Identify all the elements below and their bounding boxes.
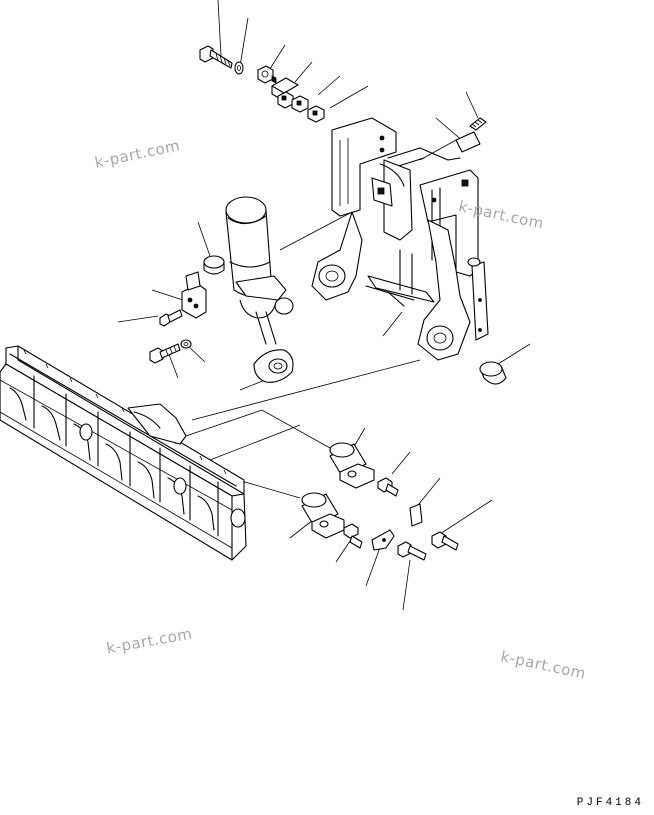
pin-lower: [301, 492, 345, 539]
bolt-left: [149, 343, 181, 364]
plate-pair-2: [291, 95, 325, 123]
washer-top: [234, 61, 244, 75]
assembly-guide-lines: [179, 139, 457, 499]
grease-nipple-lower: [343, 523, 363, 549]
bolt-lower-right: [431, 531, 459, 551]
plate-pair-1: [271, 77, 299, 109]
shim-plate-lower: [409, 503, 423, 527]
bushing-left: [203, 255, 225, 275]
bolt-upper-right: [469, 117, 487, 131]
bolt-lower: [397, 541, 427, 561]
lock-plate: [371, 529, 395, 551]
hydraulic-cylinder: [225, 196, 294, 383]
grease-nipple-mid: [377, 477, 399, 497]
drawing-code: PJF4184: [576, 797, 644, 809]
shim-plate-upper-right: [455, 131, 481, 153]
clamp-bracket: [181, 271, 207, 319]
washer-left: [180, 339, 192, 349]
grease-nipple-left: [159, 309, 183, 327]
blade-frame: [0, 345, 247, 561]
pin-upper: [329, 442, 375, 489]
bracket-frame: [311, 117, 489, 361]
nut-top: [257, 65, 277, 84]
bolt-top: [199, 45, 233, 69]
bushing-right: [479, 361, 507, 385]
